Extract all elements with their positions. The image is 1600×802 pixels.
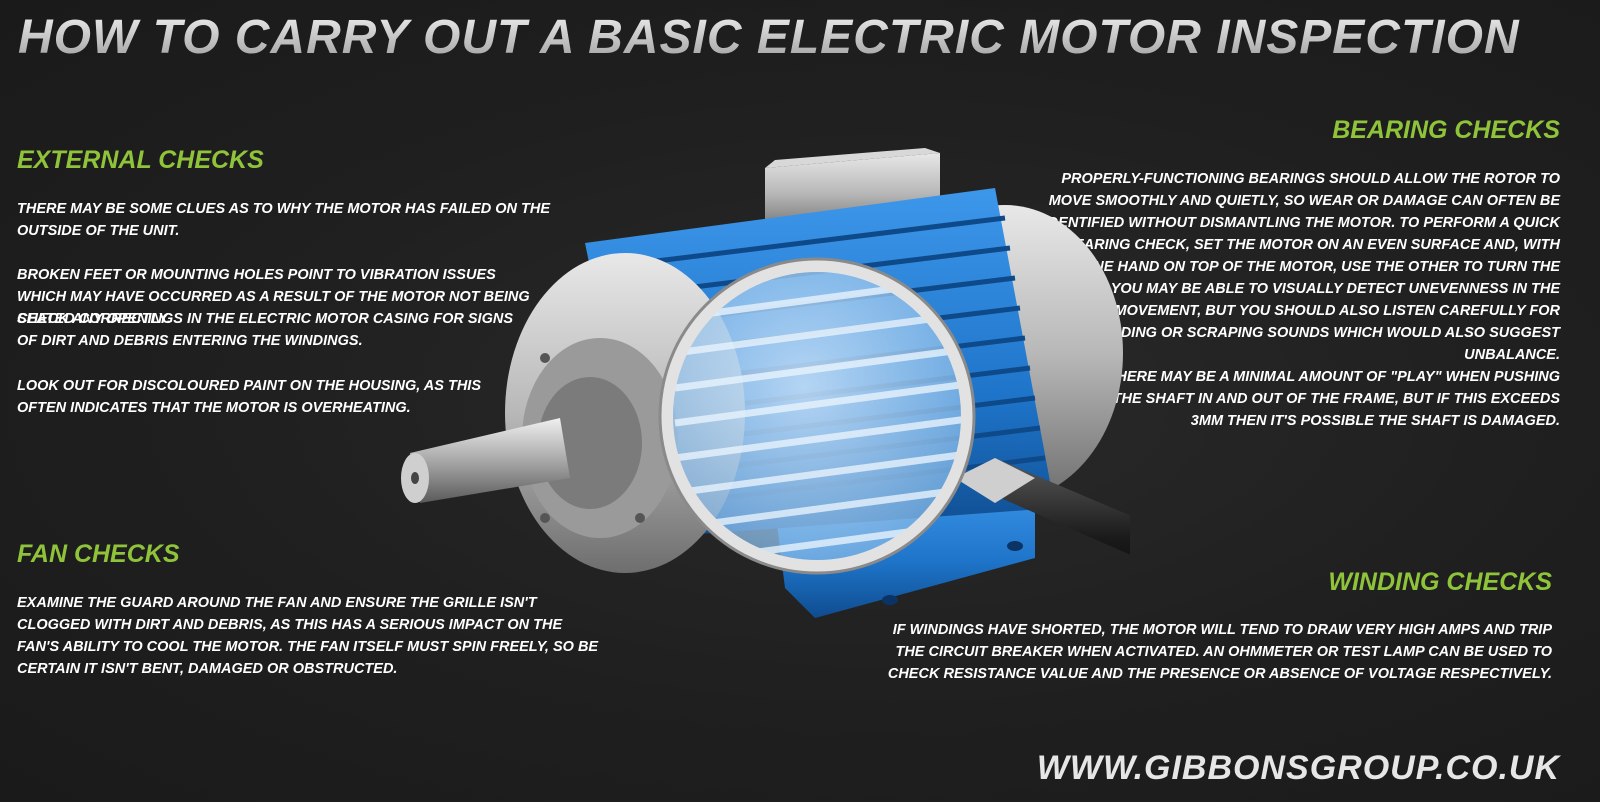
winding-checks-p1: If windings have shorted, the motor will…	[887, 622, 1552, 682]
bearing-checks-p1: Properly-functioning bearings should all…	[1043, 171, 1560, 363]
website-url[interactable]: www.gibbonsgroup.co.uk	[1036, 749, 1560, 787]
bearing-checks-p2: There may be a minimal amount of "play" …	[1107, 369, 1560, 429]
page-title: How to carry out a basic electric motor …	[18, 11, 1520, 64]
external-checks-heading: External Checks	[17, 146, 264, 174]
bearing-checks-heading: Bearing Checks	[1332, 116, 1560, 144]
external-checks-p2b: Check any openings in the electric motor…	[17, 311, 513, 349]
magnifying-glass-icon	[658, 257, 1130, 575]
motor-illustration	[401, 148, 1130, 618]
external-checks-p3: Look out for discoloured paint on the ho…	[17, 378, 482, 416]
external-checks-p1: There may be some clues as to why the mo…	[17, 201, 551, 239]
winding-checks-heading: Winding Checks	[1328, 568, 1552, 596]
fan-checks-heading: Fan Checks	[17, 540, 180, 568]
fan-checks-p1: Examine the guard around the fan and ens…	[17, 595, 599, 677]
external-checks-p2a: Broken feet or mounting holes point to v…	[17, 267, 530, 327]
